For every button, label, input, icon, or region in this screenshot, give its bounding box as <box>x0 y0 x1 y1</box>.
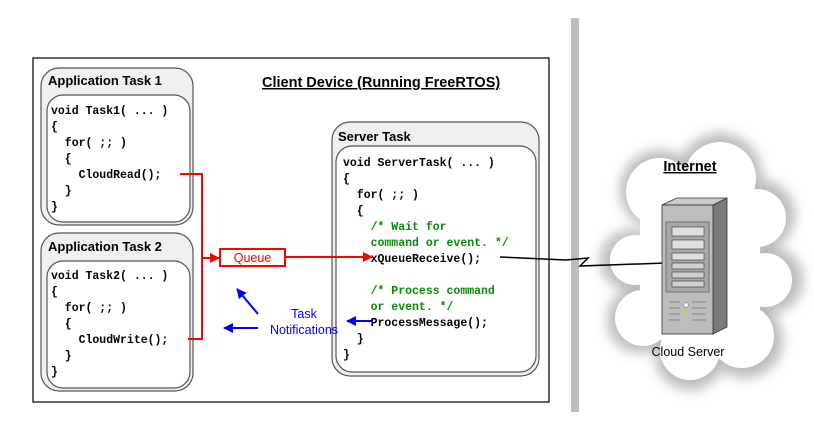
code-line: ProcessMessage(); <box>343 317 488 330</box>
queue-label: Queue <box>234 251 272 265</box>
code-line: void Task1( ... ) <box>51 105 168 118</box>
task1-title: Application Task 1 <box>48 73 162 88</box>
code-line: } <box>343 333 364 346</box>
code-line: { <box>51 153 72 166</box>
code-line: { <box>51 318 72 331</box>
code-line: } <box>51 350 72 363</box>
code-line: } <box>51 201 58 214</box>
code-line: /* Process command <box>343 285 495 298</box>
queue-connector <box>180 173 203 340</box>
code-line: xQueueReceive(); <box>343 253 481 266</box>
code-line: /* Wait for <box>343 221 447 234</box>
task2-code: void Task2( ... ) { for( ;; ) { CloudWrit… <box>51 270 168 379</box>
code-line: { <box>51 286 58 299</box>
code-line: command or event. */ <box>343 237 509 250</box>
code-line: for( ;; ) <box>51 137 127 150</box>
internet-title: Internet <box>663 159 716 175</box>
notifications-label-2: Notifications <box>270 323 338 337</box>
task1-code: void Task1( ... ) { for( ;; ) { CloudRead… <box>51 105 168 214</box>
network-link <box>499 256 667 267</box>
server-tower-icon <box>661 197 728 335</box>
code-line: CloudWrite(); <box>51 334 168 347</box>
code-line: or event. */ <box>343 301 454 314</box>
server-task-code: void ServerTask( ... ) { for( ;; ) { /* W… <box>343 157 509 362</box>
code-line: } <box>51 366 58 379</box>
notifications-label-1: Task <box>291 307 317 321</box>
application-task-1: Application Task 1 void Task1( ... ) { fo… <box>40 67 194 226</box>
code-line: { <box>343 205 364 218</box>
application-task-2: Application Task 2 void Task2( ... ) { fo… <box>40 232 194 392</box>
cloud-server-label: Cloud Server <box>652 345 725 359</box>
network-boundary <box>571 18 579 412</box>
code-line: { <box>343 173 350 186</box>
code-line: } <box>343 349 350 362</box>
code-line: void Task2( ... ) <box>51 270 168 283</box>
code-line: } <box>51 185 72 198</box>
code-line: { <box>51 121 58 134</box>
notification-arrow-task1 <box>236 288 259 315</box>
task2-title: Application Task 2 <box>48 239 162 254</box>
code-line: for( ;; ) <box>343 189 419 202</box>
server-task: Server Task void ServerTask( ... ) { for(… <box>331 121 540 377</box>
code-line: void ServerTask( ... ) <box>343 157 495 170</box>
server-task-title: Server Task <box>338 129 412 144</box>
client-device-title: Client Device (Running FreeRTOS) <box>262 75 500 91</box>
code-line: for( ;; ) <box>51 302 127 315</box>
code-line: CloudRead(); <box>51 169 161 182</box>
